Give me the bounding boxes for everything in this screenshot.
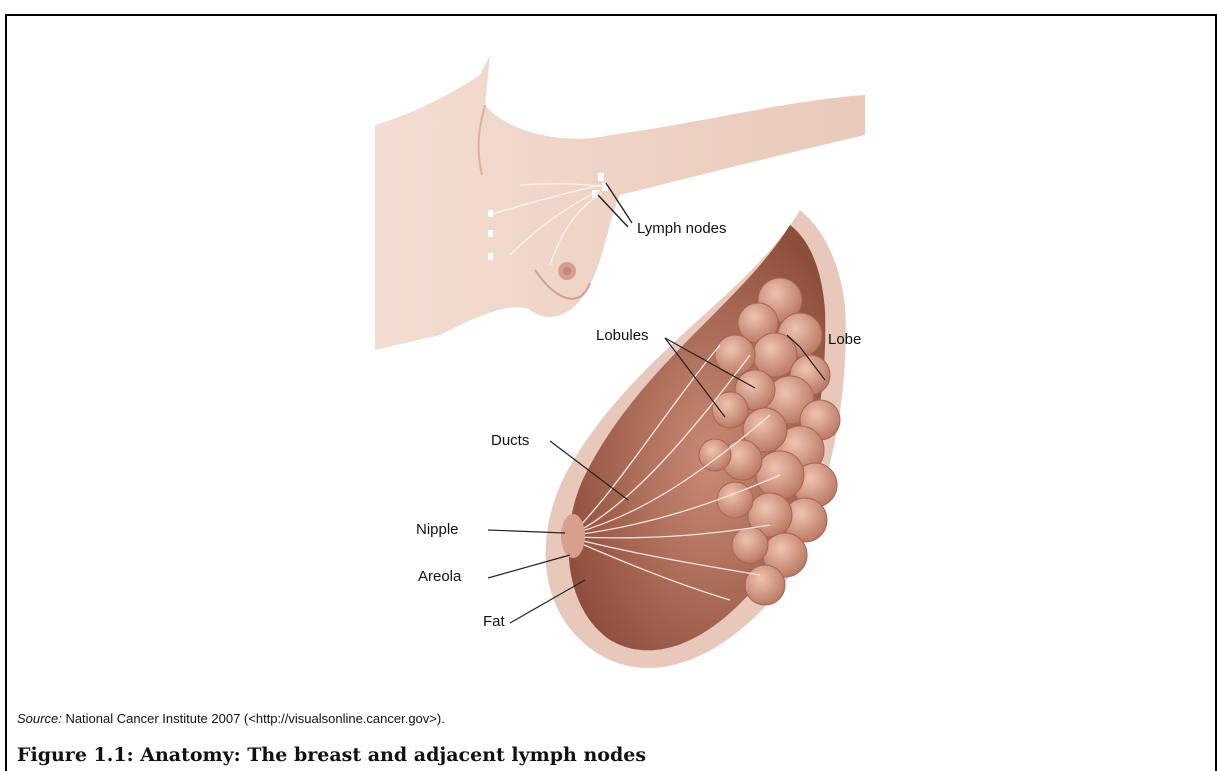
- source-note: Source: National Cancer Institute 2007 (…: [17, 711, 445, 726]
- breast-anatomy-illustration: Lymph nodes Lobules Lobe Ducts Nipple Ar…: [370, 55, 870, 695]
- label-lobules: Lobules: [596, 327, 649, 344]
- label-nipple: Nipple: [416, 521, 459, 538]
- source-text: National Cancer Institute 2007 (<http://…: [65, 711, 444, 726]
- label-lymph-nodes: Lymph nodes: [637, 220, 727, 237]
- anatomy-svg: [370, 55, 870, 695]
- label-fat: Fat: [483, 613, 505, 630]
- figure-caption: Figure 1.1: Anatomy: The breast and adja…: [17, 744, 646, 766]
- label-areola: Areola: [418, 568, 461, 585]
- source-prefix: Source:: [17, 711, 62, 726]
- label-ducts: Ducts: [491, 432, 529, 449]
- label-lobe: Lobe: [828, 331, 861, 348]
